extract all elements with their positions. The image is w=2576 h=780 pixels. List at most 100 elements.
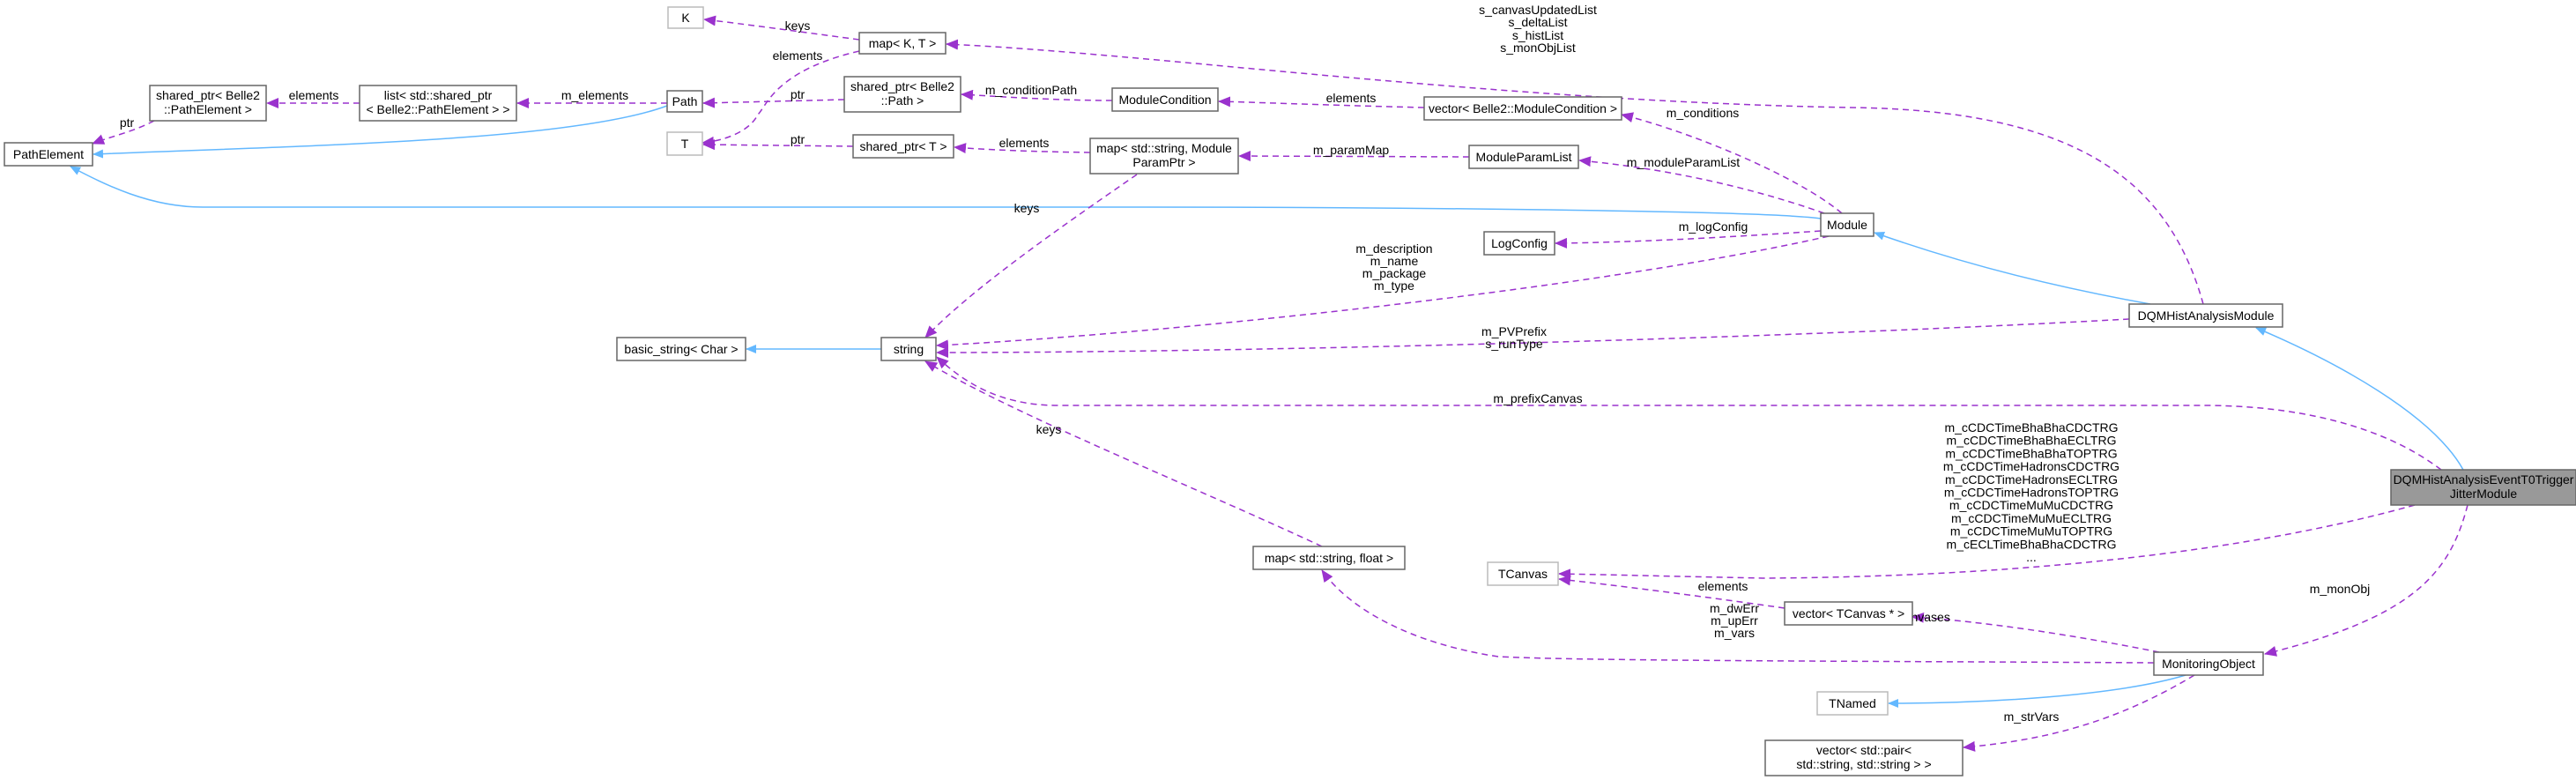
node-box <box>1111 87 1219 112</box>
node-box <box>1764 739 1964 776</box>
label-m-conditions: m_conditions <box>1667 106 1740 120</box>
node-string[interactable]: string <box>880 337 937 361</box>
node-basic-string[interactable]: basic_string< Char > <box>616 337 746 361</box>
node-label: DQMHistAnalysisModule <box>2138 308 2275 323</box>
canvas-member-label: ... <box>2026 550 2037 564</box>
node-T[interactable]: T <box>666 131 703 156</box>
svg-text:m_description: m_description <box>1355 241 1432 256</box>
edge-monobj-inherits-tnamed <box>1888 674 2186 708</box>
node-label: vector< std::pair< <box>1816 743 1912 757</box>
node-module-condition[interactable]: ModuleCondition <box>1111 87 1219 112</box>
node-box <box>843 76 961 113</box>
node-label: Path <box>672 94 698 108</box>
svg-text:m_type: m_type <box>1374 279 1414 293</box>
node-label: ModuleParamList <box>1476 150 1572 164</box>
label-ptr-t: ptr <box>791 132 805 146</box>
node-label: MonitoringObject <box>2162 657 2255 671</box>
node-label: vector< TCanvas * > <box>1793 606 1904 620</box>
svg-text:m_PVPrefix: m_PVPrefix <box>1481 324 1547 338</box>
node-path[interactable]: Path <box>666 90 703 113</box>
node-map-kt[interactable]: map< K, T > <box>858 32 947 55</box>
node-box <box>616 337 746 361</box>
label-pv-prefix: m_PVPrefix s_runType <box>1481 324 1547 351</box>
node-vec-tcanvas[interactable]: vector< TCanvas * > <box>1784 601 1913 626</box>
node-box <box>852 134 954 159</box>
node-map-float[interactable]: map< std::string, float > <box>1252 546 1406 570</box>
node-box <box>4 142 93 167</box>
node-tnamed[interactable]: TNamed <box>1816 691 1889 716</box>
svg-text:m_upErr: m_upErr <box>1711 613 1758 628</box>
edge-module-inherits-pathelement <box>70 166 1822 219</box>
node-box <box>149 85 267 122</box>
node-monitoring-object[interactable]: MonitoringObject <box>2153 651 2264 676</box>
node-label: vector< Belle2::ModuleCondition > <box>1429 101 1617 115</box>
label-elements-t: elements <box>773 48 823 63</box>
node-box <box>2390 469 2576 506</box>
node-module-param-list[interactable]: ModuleParamList <box>1468 145 1579 169</box>
node-module[interactable]: Module <box>1820 212 1874 237</box>
node-label: < Belle2::PathElement > > <box>366 102 509 116</box>
node-box <box>858 32 947 55</box>
edge-m-conditions <box>1621 112 1843 214</box>
label-ptr-path: ptr <box>791 87 805 101</box>
edge-m-prefixcanvas <box>936 356 2442 471</box>
node-box <box>1423 96 1622 121</box>
edge-path-inherits-pathelement <box>93 105 668 159</box>
edge-m-monobj <box>2264 504 2468 657</box>
edge-pv-prefix <box>936 318 2130 358</box>
node-main[interactable]: DQMHistAnalysisEventT0TriggerJitterModul… <box>2390 469 2576 506</box>
canvas-member-label: m_cCDCTimeHadronsECLTRG <box>1945 472 2118 487</box>
svg-text:s_canvasUpdatedList: s_canvasUpdatedList <box>1479 3 1597 17</box>
node-vec-pair[interactable]: vector< std::pair<std::string, std::stri… <box>1764 739 1964 776</box>
label-m-monobj: m_monObj <box>2310 582 2370 596</box>
label-m-strvars: m_strVars <box>2004 709 2060 724</box>
node-sp-t[interactable]: shared_ptr< T > <box>852 134 954 159</box>
node-dqm-hist-analysis-module[interactable]: DQMHistAnalysisModule <box>2128 303 2283 328</box>
node-label: string <box>894 342 924 356</box>
node-sp-path[interactable]: shared_ptr< Belle2::Path > <box>843 76 961 113</box>
node-label: PathElement <box>13 147 84 161</box>
node-sp-pathelement[interactable]: shared_ptr< Belle2::PathElement > <box>149 85 267 122</box>
node-box <box>1468 145 1579 169</box>
node-K[interactable]: K <box>667 6 704 29</box>
node-box <box>1820 212 1874 237</box>
node-box <box>1487 561 1559 586</box>
edge-dqm-inherits-module <box>1874 231 2151 305</box>
node-box <box>667 6 704 29</box>
label-keys-string: keys <box>1014 201 1040 215</box>
node-list-sp[interactable]: list< std::shared_ptr< Belle2::PathEleme… <box>359 85 517 122</box>
node-label: shared_ptr< Belle2 <box>850 79 954 93</box>
edge-ptr-pe <box>92 120 155 145</box>
node-box <box>2153 651 2264 676</box>
node-box <box>1816 691 1889 716</box>
node-label: LogConfig <box>1491 236 1548 250</box>
node-box <box>1483 231 1555 256</box>
edge-static-lists <box>946 39 2204 305</box>
node-label: Module <box>1827 218 1867 232</box>
node-label: shared_ptr< Belle2 <box>156 88 260 102</box>
canvas-member-label: m_cCDCTimeBhaBhaECLTRG <box>1947 434 2117 448</box>
edge-keys-map-float <box>924 360 1323 547</box>
node-label: map< std::string, float > <box>1265 551 1393 565</box>
canvas-member-label: m_cCDCTimeMuMuTOPTRG <box>1950 524 2112 539</box>
node-tcanvas[interactable]: TCanvas <box>1487 561 1559 586</box>
node-log-config[interactable]: LogConfig <box>1483 231 1555 256</box>
edge-m-parammap <box>1238 151 1470 162</box>
node-label: TNamed <box>1829 696 1876 710</box>
node-label: ::Path > <box>881 93 924 108</box>
node-vec-module-condition[interactable]: vector< Belle2::ModuleCondition > <box>1423 96 1622 121</box>
node-path-element[interactable]: PathElement <box>4 142 93 167</box>
label-elements-mc: elements <box>1326 91 1377 105</box>
edge-keys-k <box>703 15 860 41</box>
edge-elements-map <box>954 143 1091 154</box>
svg-text:s_monObjList: s_monObjList <box>1500 41 1576 55</box>
node-label: K <box>681 11 690 25</box>
label-static-lists: s_canvasUpdatedList s_deltaList s_histLi… <box>1479 3 1597 55</box>
node-label: map< std::string, Module <box>1096 141 1232 155</box>
canvas-member-label: m_cCDCTimeHadronsCDCTRG <box>1943 459 2119 473</box>
label-module-strings: m_description m_name m_package m_type <box>1355 241 1432 293</box>
svg-text:s_histList: s_histList <box>1512 28 1563 42</box>
canvas-member-label: m_cCDCTimeBhaBhaCDCTRG <box>1944 420 2118 435</box>
node-label: std::string, std::string > > <box>1796 757 1931 771</box>
